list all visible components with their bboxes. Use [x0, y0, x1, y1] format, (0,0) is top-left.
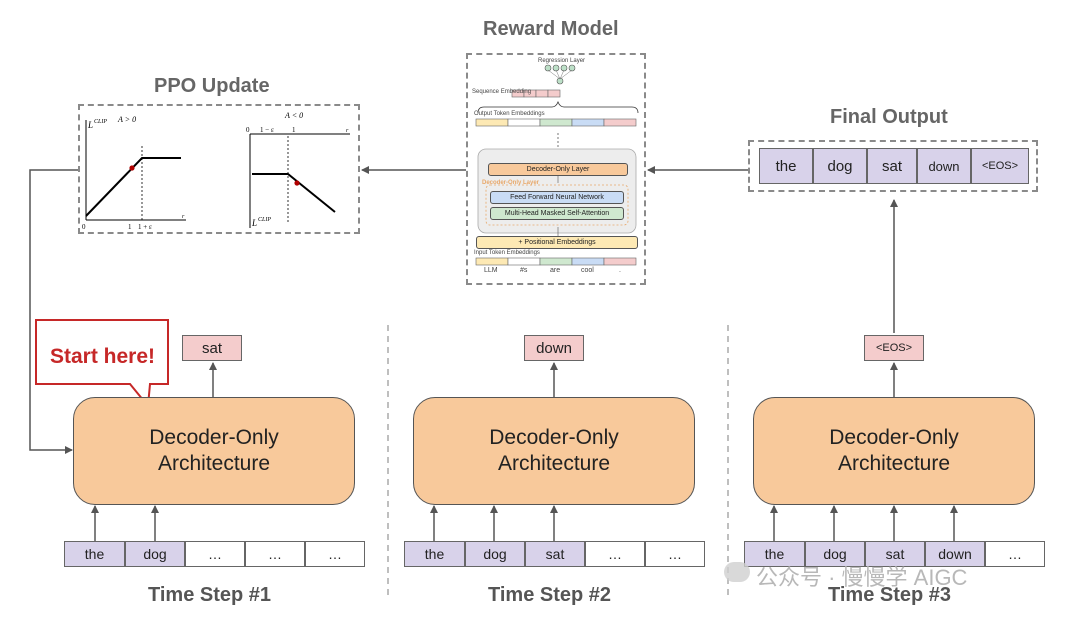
left-tick-origin: 0	[82, 223, 86, 231]
step2-input-token: dog	[465, 541, 525, 567]
step2-input-token: …	[585, 541, 645, 567]
time-step-1-label: Time Step #1	[148, 584, 272, 606]
ppo-update-box: L CLIP A > 0 0 1 1 + ε r L CLIP A < 0 0 …	[78, 104, 360, 234]
final-output-token: sat	[867, 148, 917, 184]
ppo-update-title: PPO Update	[154, 75, 270, 97]
left-tick-1c: 1 + ε	[138, 223, 152, 231]
rm-input-word: LLM	[484, 267, 498, 274]
right-tick-1: 1	[292, 126, 296, 134]
rm-input-word: #s	[520, 267, 528, 274]
decoder-only-layer-bar: Decoder-Only Layer	[488, 163, 628, 176]
sequence-embedding-label: Sequence Embedding	[472, 89, 532, 95]
rm-input-word: are	[550, 267, 561, 274]
ffnn-bar: Feed Forward Neural Network	[490, 191, 624, 204]
step3-input-token: the	[744, 541, 805, 567]
ppo-clip-plots: L CLIP A > 0 0 1 1 + ε r L CLIP A < 0 0 …	[82, 111, 350, 231]
rm-input-word: .	[619, 267, 621, 274]
final-output-token: down	[917, 148, 971, 184]
step3-input-token: dog	[805, 541, 865, 567]
arrow-ppo-to-step1	[29, 169, 78, 454]
left-tick-1: 1	[128, 223, 132, 231]
rm-input-word: cool	[581, 267, 594, 274]
right-cond: A < 0	[284, 111, 303, 120]
step1-output-token: sat	[182, 335, 242, 361]
right-axis-r: r	[346, 128, 349, 134]
watermark-text: 公众号 · 慢慢学 AIGC	[756, 565, 968, 590]
right-tick-1c: 1 − ε	[260, 126, 274, 134]
start-here-callout	[35, 319, 169, 409]
step2-input-token: …	[645, 541, 705, 567]
right-ylabel: L	[251, 218, 257, 228]
reward-model-box: Regression Layer Sequence Embedding Outp…	[466, 53, 646, 285]
step1-input-token: …	[245, 541, 305, 567]
step3-input-token: sat	[865, 541, 925, 567]
positional-embeddings-bar: + Positional Embeddings	[476, 236, 638, 249]
step3-input-token: down	[925, 541, 985, 567]
final-output-title: Final Output	[830, 106, 948, 128]
left-ylabel-sup: CLIP	[94, 119, 107, 125]
step1-input-token: the	[64, 541, 125, 567]
reward-model-title: Reward Model	[483, 18, 619, 40]
time-step-2-label: Time Step #2	[488, 584, 612, 606]
final-output-token: dog	[813, 148, 867, 184]
left-cond: A > 0	[117, 115, 136, 124]
step2-output-token: down	[524, 335, 584, 361]
input-token-embeddings-label: Input Token Embeddings	[474, 250, 540, 256]
start-here-text: Start here!	[50, 345, 156, 368]
step1-input-token: …	[305, 541, 365, 567]
final-output-token: the	[759, 148, 813, 184]
step1-input-token: dog	[125, 541, 185, 567]
output-token-embeddings-label: Output Token Embeddings	[474, 111, 545, 117]
regression-layer-label: Regression Layer	[538, 58, 586, 64]
time-step-3-label: Time Step #3	[828, 584, 952, 606]
step2-input-token: the	[404, 541, 465, 567]
step3-input-token: …	[985, 541, 1045, 567]
final-output-token: <EOS>	[971, 148, 1029, 184]
step2-input-token: sat	[525, 541, 585, 567]
step3-output-token: <EOS>	[864, 335, 924, 361]
mhmsa-bar: Multi-Head Masked Self-Attention	[490, 207, 624, 220]
watermark-icon	[724, 562, 750, 582]
right-ylabel-sup: CLIP	[258, 217, 271, 223]
right-tick-origin: 0	[246, 126, 250, 134]
decoder-only-layer-label: Decoder-Only Layer	[482, 180, 540, 186]
left-ylabel: L	[87, 120, 93, 130]
step1-input-token: …	[185, 541, 245, 567]
left-axis-r: r	[182, 214, 185, 220]
